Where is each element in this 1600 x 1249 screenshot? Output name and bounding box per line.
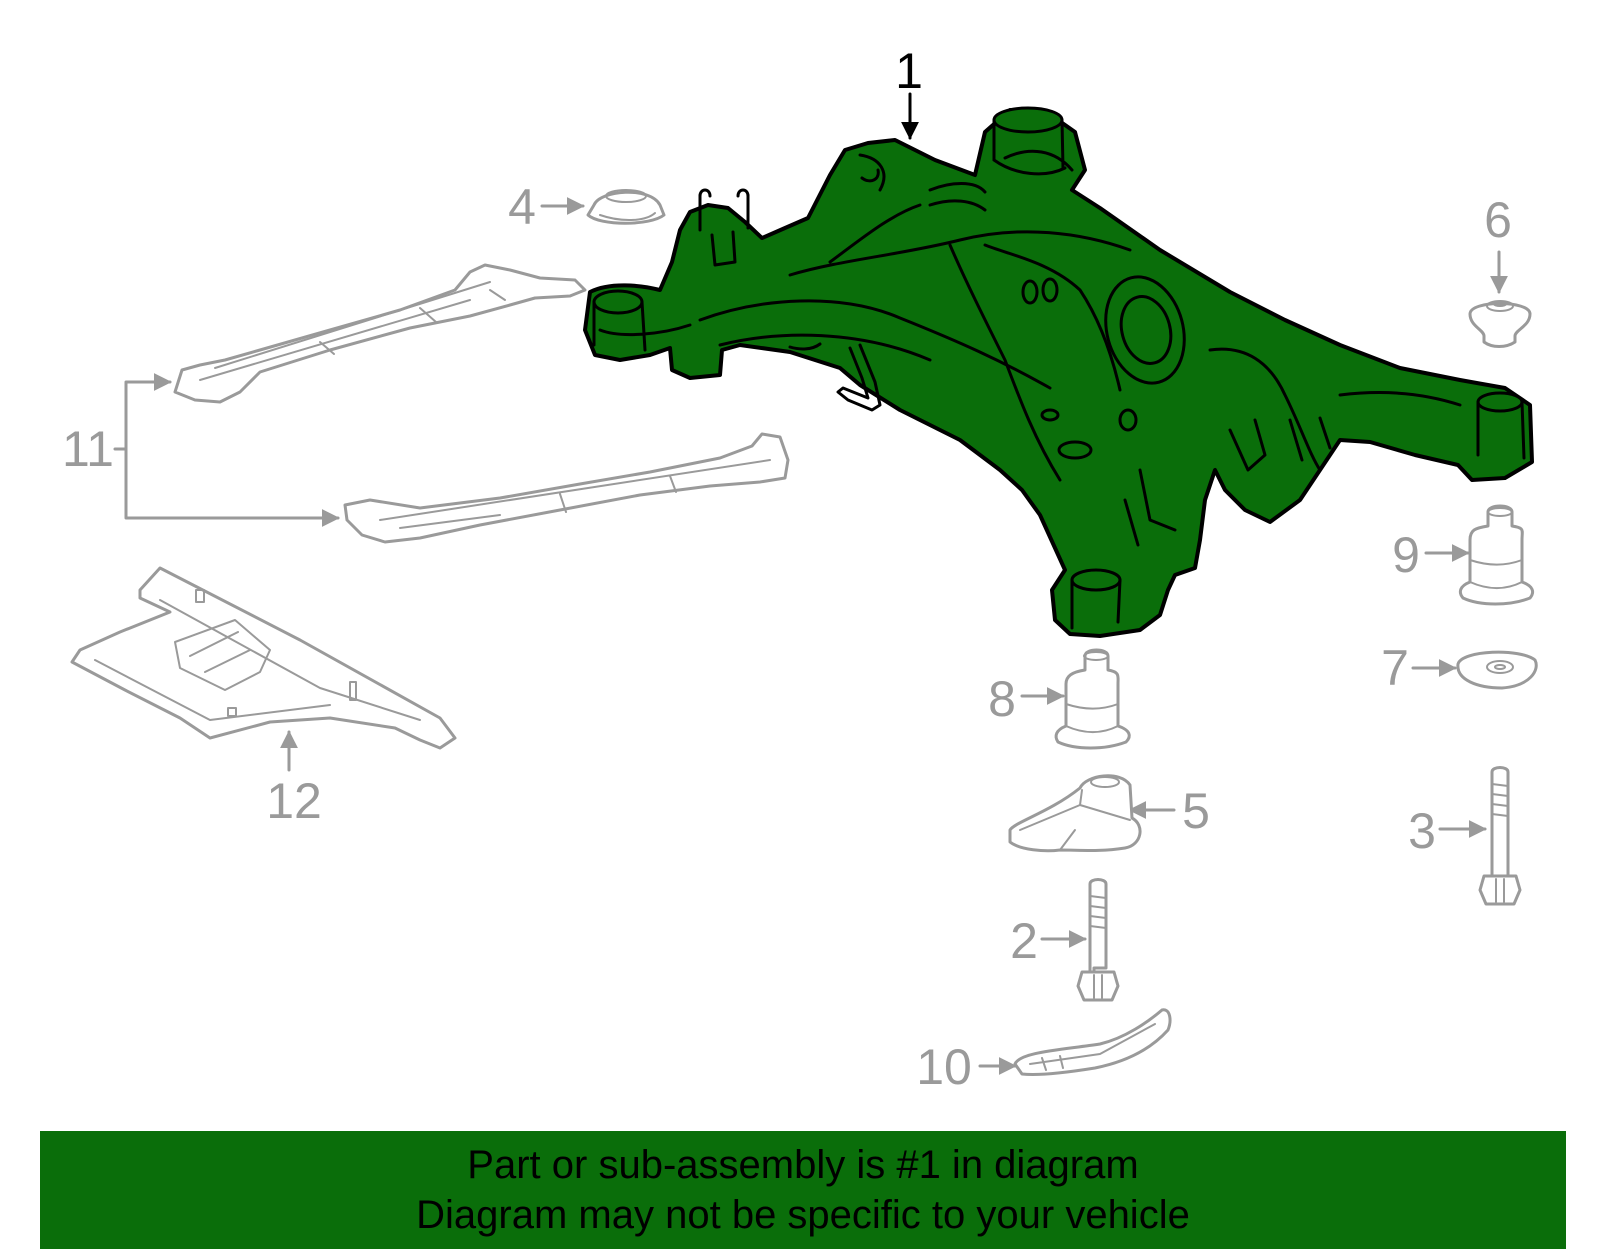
info-banner: Part or sub-assembly is #1 in diagram Di… [40,1131,1566,1249]
callout-11-leader-lower [124,447,340,527]
banner-line-1: Part or sub-assembly is #1 in diagram [467,1143,1139,1187]
part-11-upper-brace[interactable] [173,263,587,404]
callout-7: 7 [1381,640,1409,696]
subframe-part[interactable] [583,106,1534,638]
callout-11: 11 [62,421,114,477]
part-2-bolt[interactable] [1076,878,1120,1002]
part-7-washer[interactable] [1456,650,1538,690]
part-10-bracket[interactable] [1013,1008,1172,1077]
callout-6: 6 [1484,192,1512,248]
callout-1: 1 [895,43,923,99]
part-4-mount-cap[interactable] [586,189,666,225]
part-8-bushing[interactable] [1054,648,1131,750]
callout-4: 4 [508,179,536,235]
part-3-bolt[interactable] [1478,766,1522,906]
callout-3: 3 [1408,803,1436,859]
part-5-mount-bracket[interactable] [1008,774,1142,853]
part-12-under-plate[interactable] [70,566,457,750]
callout-8: 8 [988,671,1016,727]
part-11-lower-brace[interactable] [343,432,790,544]
callout-2: 2 [1010,913,1038,969]
callout-5: 5 [1182,783,1210,839]
callout-9: 9 [1392,527,1420,583]
banner-line-2: Diagram may not be specific to your vehi… [416,1193,1190,1237]
callout-11-leader-upper [124,373,172,451]
part-9-bushing[interactable] [1458,504,1535,606]
callout-12: 12 [266,773,322,829]
callout-10: 10 [916,1039,972,1095]
part-6-bushing-cap[interactable] [1468,300,1532,348]
